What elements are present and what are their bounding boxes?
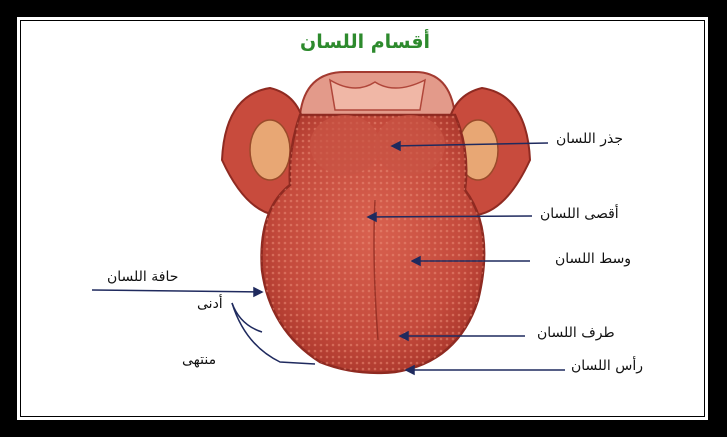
label-end: منتهى: [182, 352, 216, 368]
left-tonsil: [250, 120, 290, 180]
pharynx: [300, 72, 455, 115]
tongue: [262, 115, 485, 373]
label-front-part: طرف اللسان: [537, 325, 615, 341]
label-root: جذر اللسان: [556, 131, 623, 147]
label-side: حافة اللسان: [107, 269, 178, 285]
diagram-title: أقسام اللسان: [300, 31, 430, 53]
label-lower: أدنى: [197, 296, 223, 312]
label-tip: رأس اللسان: [571, 358, 643, 374]
label-back: أقصى اللسان: [540, 206, 619, 222]
label-middle: وسط اللسان: [555, 251, 631, 267]
